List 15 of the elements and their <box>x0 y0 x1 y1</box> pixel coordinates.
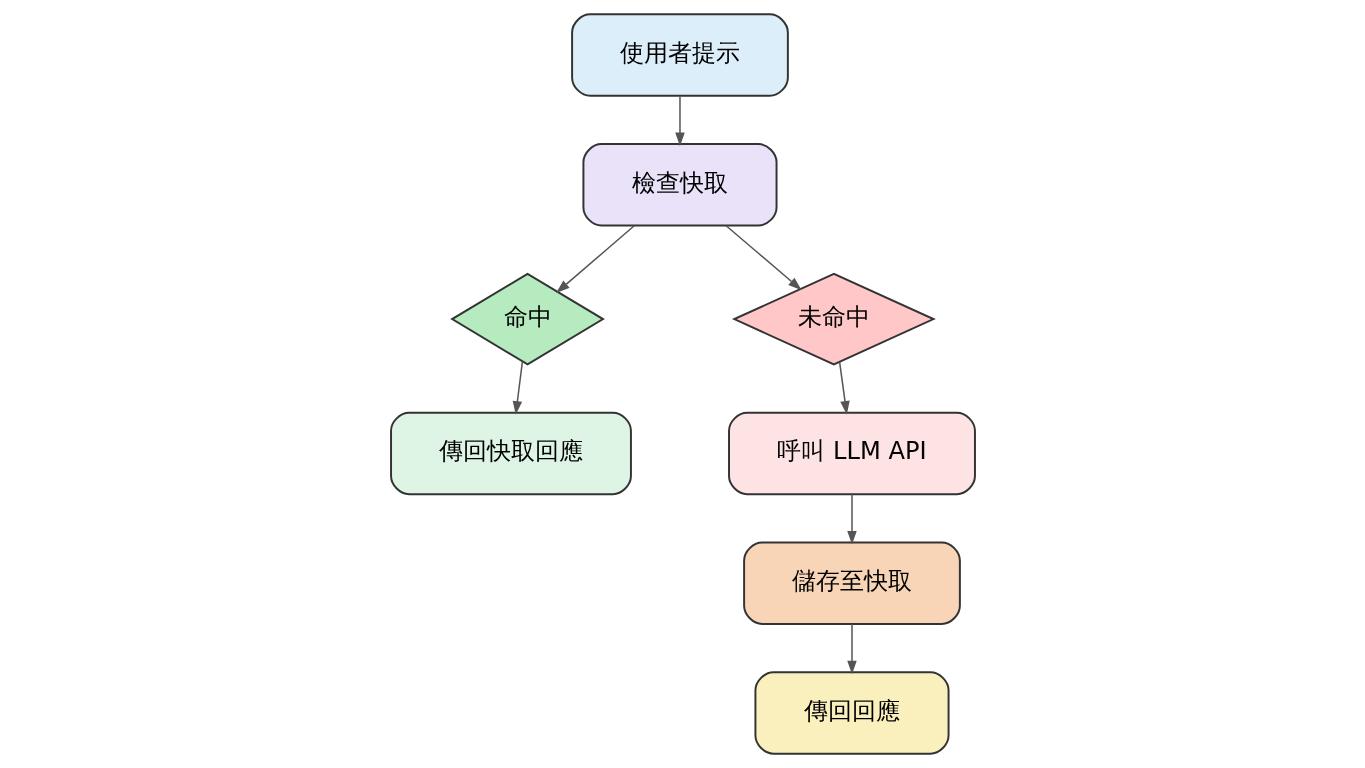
node-box: 傳回回應 <box>753 671 950 755</box>
node-diamond: 命中 <box>449 272 605 366</box>
arrow <box>674 95 685 147</box>
arrow <box>838 361 850 415</box>
node-box: 使用者提示 <box>570 13 789 97</box>
node-box: 呼叫 LLM API <box>727 411 976 496</box>
node-box: 檢查快取 <box>581 143 778 227</box>
node-box: 傳回快取回應 <box>389 411 632 496</box>
node-box: 儲存至快取 <box>742 541 961 625</box>
arrow <box>555 224 635 294</box>
arrow <box>724 224 802 291</box>
node-diamond: 未命中 <box>731 272 936 366</box>
arrow <box>846 493 857 545</box>
arrow <box>512 360 523 415</box>
arrow <box>846 623 857 675</box>
